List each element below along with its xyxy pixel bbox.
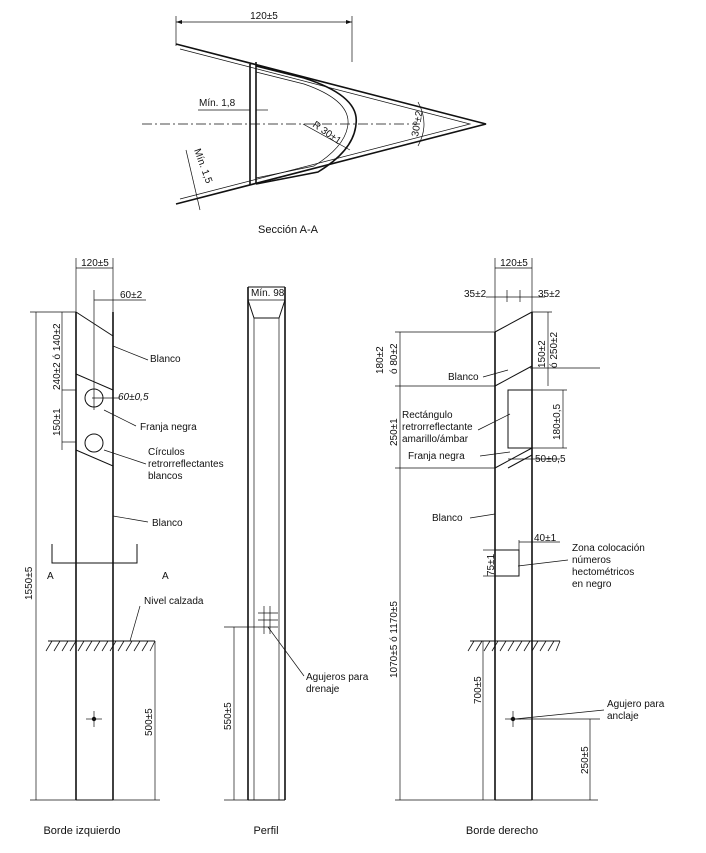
left-circle-dimension: 60±0,5 [118,392,149,403]
profile-top-bevel [247,299,286,319]
left-top-dimension: 240±2 ó 140±2 [52,323,63,390]
right-hectometric-zone [494,549,520,577]
right-250-5-dimension: 250±5 [580,746,591,774]
right-yellow-rectangle [507,389,533,449]
right-40-dimension: 40±1 [534,533,557,544]
right-label-rectangulo-3: amarillo/ámbar [402,434,469,445]
right-width-dimension: 120±5 [500,258,528,269]
left-label-blanco-2: Blanco [152,518,183,529]
profile-label-agujeros-2: drenaje [306,684,340,695]
section-inner-curve [255,65,357,185]
right-700-dimension: 700±5 [473,676,484,704]
profile-caption: Perfil [253,825,278,837]
right-label-agujero-1: Agujero para [607,699,665,710]
right-label-zona-4: en negro [572,579,612,590]
profile-550-dimension: 550±5 [223,702,234,730]
left-500-dimension: 500±5 [144,708,155,736]
min-wall-dimension: Mín. 1,5 [191,147,214,185]
profile-drain-holes [258,606,278,634]
right-label-zona-3: hectométricos [572,567,634,578]
right-180-80-dimension-2: ó 80±2 [389,343,400,374]
right-label-zona-1: Zona colocación [572,543,645,554]
right-50-dimension: 50±0,5 [535,454,566,465]
section-view: 120±5 Mín. 1,8 Mín. 1,5 R 30±1 30º±2 Sec… [142,11,487,236]
right-label-blanco-1: Blanco [448,372,479,383]
left-black-stripe [75,373,114,467]
left-edge-view: 120±5 60±2 Blanco 60±0,5 Franja negra Cí… [24,258,224,837]
right-caption: Borde derecho [466,825,538,837]
left-reflective-circle-bottom [84,433,104,453]
left-caption: Borde izquierdo [43,825,120,837]
left-60-dimension: 60±2 [120,290,143,301]
left-section-cut-mark [51,544,138,564]
right-label-rectangulo-2: retrorreflectante [402,422,473,433]
right-label-blanco-2: Blanco [432,513,463,524]
angle-dimension: 30º±2 [410,110,425,138]
left-width-dimension: 120±5 [81,258,109,269]
left-label-circulos-3: blancos [148,471,182,482]
right-label-franja: Franja negra [408,451,465,462]
right-label-agujero-2: anclaje [607,711,639,722]
right-180-05-dimension: 180±0,5 [552,403,563,440]
right-label-rectangulo-1: Rectángulo [402,410,453,421]
right-total-dimension: 1070±5 ó 1170±5 [389,601,400,678]
profile-label-agujeros-1: Agujeros para [306,672,369,683]
section-title: Sección A-A [258,224,319,236]
left-label-circulos-1: Círculos [148,447,185,458]
left-section-mark-a-right: A [162,571,169,582]
right-180-80-dimension-1: 180±2 [375,346,386,374]
right-250-dimension: 250±1 [389,418,400,446]
right-35-right-dimension: 35±2 [538,289,561,300]
left-label-nivel: Nivel calzada [144,596,204,607]
right-150-250-dimension-1: 150±2 [537,340,548,368]
left-total-dimension: 1550±5 [24,566,35,600]
right-stripe-bottom-edge [494,447,533,469]
right-75-dimension: 75±1 [486,553,497,576]
left-label-circulos-2: retrorreflectantes [148,459,224,470]
right-label-zona-2: números [572,555,611,566]
profile-view: Mín. 98 Agujeros para drenaje 550±5 Perf… [223,286,369,837]
section-width-dimension: 120±5 [250,11,278,22]
right-35-left-dimension: 35±2 [464,289,487,300]
left-label-franja: Franja negra [140,422,197,433]
right-150-250-dimension-2: ó 250±2 [549,331,560,368]
profile-min98-dimension: Mín. 98 [251,288,285,299]
section-outer-wall [175,43,487,205]
left-section-mark-a-left: A [47,571,54,582]
left-150-dimension: 150±1 [52,408,63,436]
left-label-blanco-1: Blanco [150,354,181,365]
right-stripe-top-edge [494,365,533,387]
right-edge-view: 120±5 35±2 35±2 180±2 ó 80±2 250±1 1070±… [375,258,665,837]
radius-dimension: R 30±1 [310,119,343,147]
min-web-dimension: Mín. 1,8 [199,98,236,109]
